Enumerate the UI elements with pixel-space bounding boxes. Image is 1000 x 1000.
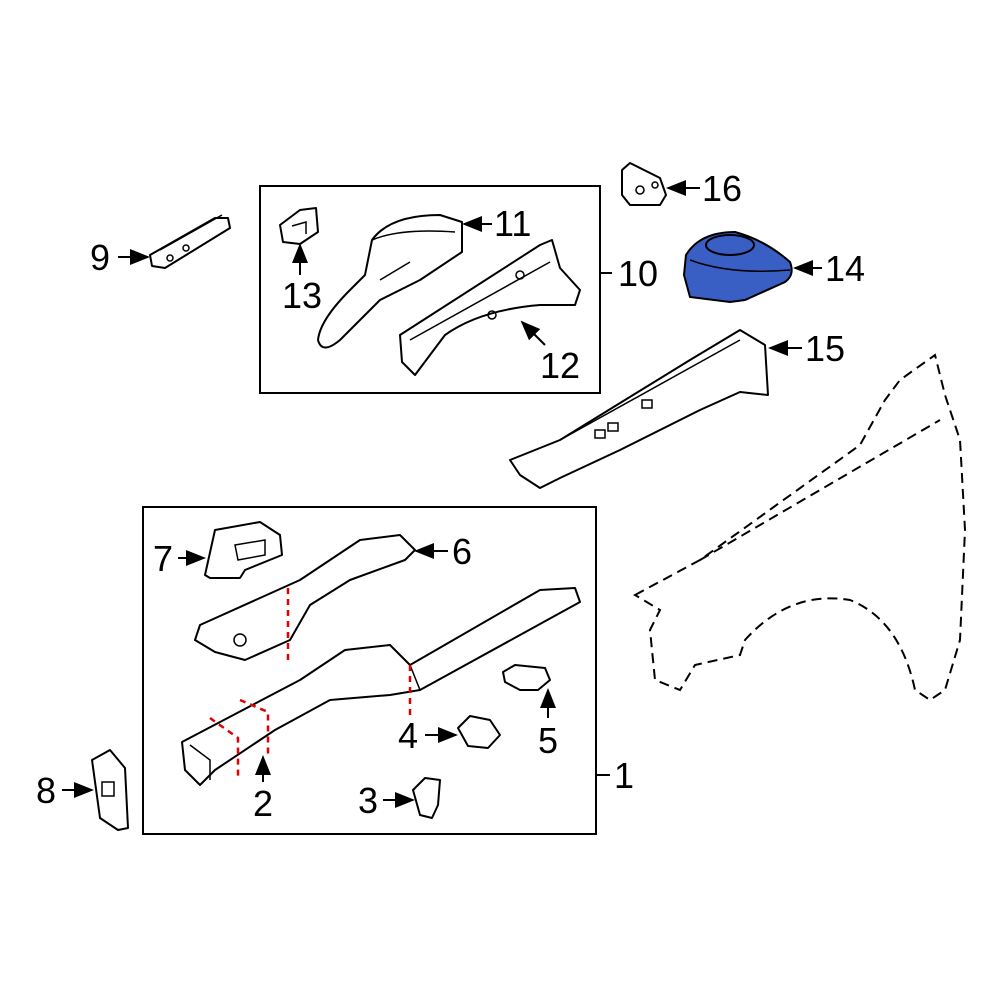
callout-10: 10	[618, 253, 658, 294]
callout-12: 12	[540, 345, 580, 386]
part-14-strut-mount[interactable]	[682, 230, 793, 304]
callout-6: 6	[452, 531, 472, 572]
part-6-rail-extension[interactable]	[194, 534, 416, 661]
callout-1: 1	[614, 755, 634, 796]
part-12-rail[interactable]	[399, 239, 581, 376]
callout-9: 9	[90, 237, 110, 278]
part-8-plate[interactable]	[91, 749, 129, 831]
callout-2: 2	[253, 783, 273, 824]
part-13-bracket[interactable]	[279, 207, 319, 245]
part-15-apron-reinforcement[interactable]	[509, 329, 769, 489]
callout-3: 3	[358, 780, 378, 821]
group-box-10	[259, 185, 601, 394]
part-16-bracket[interactable]	[621, 162, 667, 206]
callout-8: 8	[36, 770, 56, 811]
part-11-apron[interactable]	[317, 214, 463, 349]
part-2-frame-rail[interactable]	[181, 587, 581, 786]
part-7-bracket[interactable]	[204, 521, 283, 579]
leader-lines	[62, 180, 822, 808]
callout-4: 4	[398, 715, 418, 756]
callout-13: 13	[282, 275, 322, 316]
part-5-clip[interactable]	[502, 664, 551, 691]
fender-outline	[632, 353, 967, 702]
callout-5: 5	[538, 720, 558, 761]
callout-7: 7	[153, 538, 173, 579]
callout-11: 11	[494, 203, 531, 244]
callout-15: 15	[805, 328, 845, 369]
part-4-bracket[interactable]	[457, 715, 501, 749]
group-box-1	[142, 506, 597, 835]
part-9-bracket[interactable]	[149, 214, 231, 269]
callout-14: 14	[825, 248, 865, 289]
part-3-bracket[interactable]	[412, 777, 441, 819]
callout-16: 16	[702, 168, 742, 209]
